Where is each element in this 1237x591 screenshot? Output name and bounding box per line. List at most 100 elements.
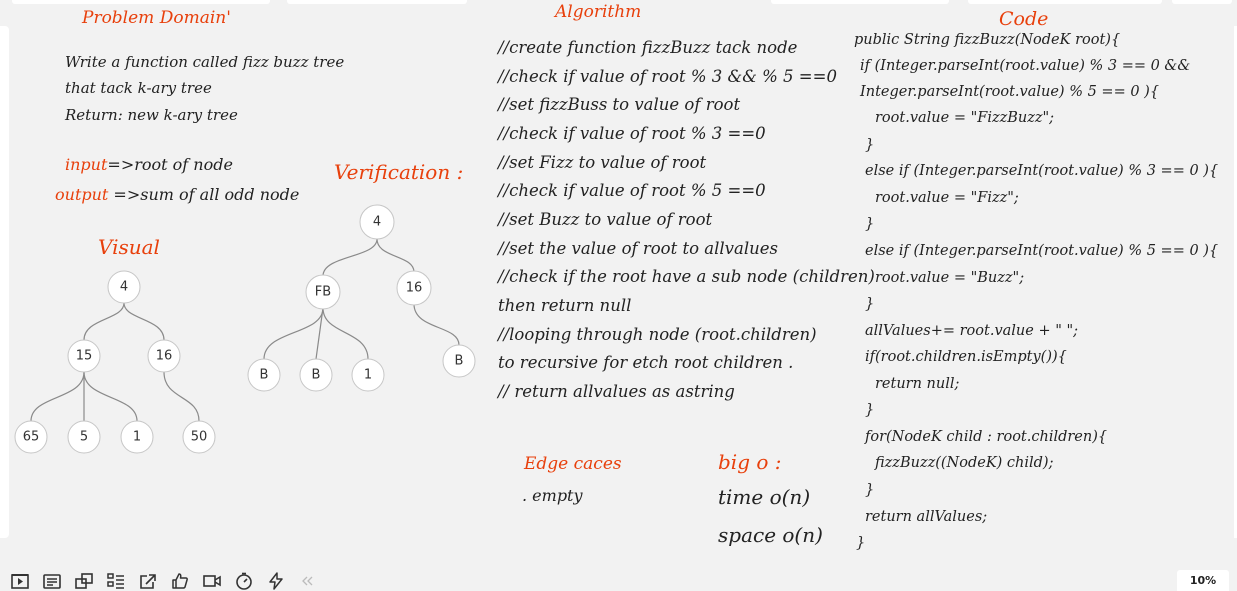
edge-case-item: . empty (522, 486, 583, 505)
right-side-panel[interactable] (1234, 26, 1237, 538)
top-panel-5 (1172, 0, 1232, 4)
algorithm-line: then return null (498, 296, 632, 315)
present-icon[interactable] (8, 570, 32, 591)
code-line: for(NodeK child : root.children){ (865, 429, 1108, 445)
code-line: root.value = "FizzBuzz"; (875, 110, 1055, 126)
lightning-icon[interactable] (264, 570, 288, 591)
code-heading: Code (999, 8, 1049, 30)
output-line: output =>sum of all odd node (55, 185, 299, 204)
visual-node[interactable]: 4 (107, 270, 141, 304)
big-o-heading: big o : (718, 450, 782, 474)
time-complexity: time o(n) (718, 485, 811, 509)
code-line: } (856, 535, 866, 551)
visual-node[interactable]: 1 (120, 420, 154, 454)
problem-line: Write a function called fizz buzz tree (65, 53, 345, 71)
algorithm-line: //set Fizz to value of root (498, 153, 707, 172)
algorithm-line: //check if value of root % 3 && % 5 ==0 (498, 67, 837, 86)
code-line: return allValues; (865, 509, 988, 525)
top-panel-4 (968, 0, 1162, 4)
code-line: } (865, 216, 875, 232)
verification-node[interactable]: 4 (359, 204, 395, 240)
bottom-toolbar (8, 570, 320, 591)
share-icon[interactable] (136, 570, 160, 591)
input-text: =>root of node (107, 155, 233, 174)
space-complexity: space o(n) (718, 523, 823, 547)
algorithm-line: // return allvalues as astring (498, 382, 735, 401)
algorithm-line: //looping through node (root.children) (498, 325, 817, 344)
visual-node-label: 5 (80, 430, 88, 445)
verification-node-label: 16 (406, 281, 423, 296)
frames-icon[interactable] (72, 570, 96, 591)
visual-node[interactable]: 15 (67, 339, 101, 373)
code-line: else if (Integer.parseInt(root.value) % … (865, 243, 1219, 259)
top-panel-3 (771, 0, 949, 4)
algorithm-line: //set the value of root to allvalues (498, 239, 778, 258)
code-line: } (865, 296, 875, 312)
visual-heading: Visual (98, 235, 160, 259)
verification-node[interactable]: B (442, 344, 476, 378)
video-icon[interactable] (200, 570, 224, 591)
visual-node[interactable]: 50 (182, 420, 216, 454)
code-line: } (865, 402, 875, 418)
visual-node-label: 15 (76, 349, 93, 364)
visual-node-label: 16 (156, 349, 173, 364)
verification-node-label: B (312, 368, 321, 383)
code-line: Integer.parseInt(root.value) % 5 == 0 ){ (860, 84, 1160, 100)
code-line: else if (Integer.parseInt(root.value) % … (865, 163, 1219, 179)
code-line: fizzBuzz((NodeK) child); (875, 455, 1054, 471)
problem-line: that tack k-ary tree (65, 79, 212, 97)
verification-node-label: 1 (364, 368, 372, 383)
top-panel-2 (287, 0, 467, 4)
edge-cases-heading: Edge caces (524, 454, 622, 474)
visual-node-label: 4 (120, 280, 128, 295)
code-line: root.value = "Buzz"; (875, 270, 1025, 286)
code-line: if(root.children.isEmpty()){ (865, 349, 1067, 365)
input-line: input=>root of node (65, 155, 233, 174)
code-line: } (865, 137, 875, 153)
visual-node-label: 50 (191, 430, 208, 445)
verification-node[interactable]: 1 (351, 358, 385, 392)
code-line: if (Integer.parseInt(root.value) % 3 == … (860, 58, 1191, 74)
visual-node-label: 1 (133, 430, 141, 445)
code-line: allValues+= root.value + " "; (865, 323, 1079, 339)
code-line: } (865, 482, 875, 498)
verification-node-label: FB (315, 285, 331, 300)
list-icon[interactable] (40, 570, 64, 591)
verification-node[interactable]: FB (305, 274, 341, 310)
problem-line: Return: new k-ary tree (65, 106, 238, 124)
verification-node-label: B (455, 354, 464, 369)
input-label: input (65, 155, 108, 174)
timer-icon[interactable] (232, 570, 256, 591)
algorithm-line: //check if value of root % 3 ==0 (498, 124, 766, 143)
output-label: output (55, 185, 109, 204)
algorithm-line: //set fizzBuss to value of root (498, 95, 741, 114)
output-text: =>sum of all odd node (108, 185, 300, 204)
visual-node[interactable]: 5 (67, 420, 101, 454)
algorithm-line: //create function fizzBuzz tack node (498, 38, 798, 57)
like-icon[interactable] (168, 570, 192, 591)
verification-node[interactable]: B (299, 358, 333, 392)
code-line: return null; (875, 376, 960, 392)
visual-node-label: 65 (23, 430, 40, 445)
visual-node[interactable]: 16 (147, 339, 181, 373)
verification-heading: Verification : (334, 160, 464, 184)
zoom-indicator[interactable]: 10% (1177, 570, 1229, 591)
problem-domain-heading: Problem Domain' (82, 8, 231, 28)
algorithm-line: //check if value of root % 5 ==0 (498, 181, 766, 200)
outline-icon[interactable] (104, 570, 128, 591)
algorithm-line: //set Buzz to value of root (498, 210, 713, 229)
algorithm-line: //check if the root have a sub node (chi… (498, 267, 875, 286)
verification-node-label: 4 (373, 215, 381, 230)
algorithm-heading: Algorithm (555, 2, 642, 22)
verification-node[interactable]: B (247, 358, 281, 392)
collapse-icon[interactable] (296, 570, 320, 591)
verification-node[interactable]: 16 (396, 270, 432, 306)
verification-node-label: B (260, 368, 269, 383)
visual-node[interactable]: 65 (14, 420, 48, 454)
code-line: public String fizzBuzz(NodeK root){ (854, 32, 1121, 48)
left-side-panel[interactable] (0, 26, 9, 538)
top-panel-1 (12, 0, 270, 4)
algorithm-line: to recursive for etch root children . (498, 353, 794, 372)
code-line: root.value = "Fizz"; (875, 190, 1019, 206)
